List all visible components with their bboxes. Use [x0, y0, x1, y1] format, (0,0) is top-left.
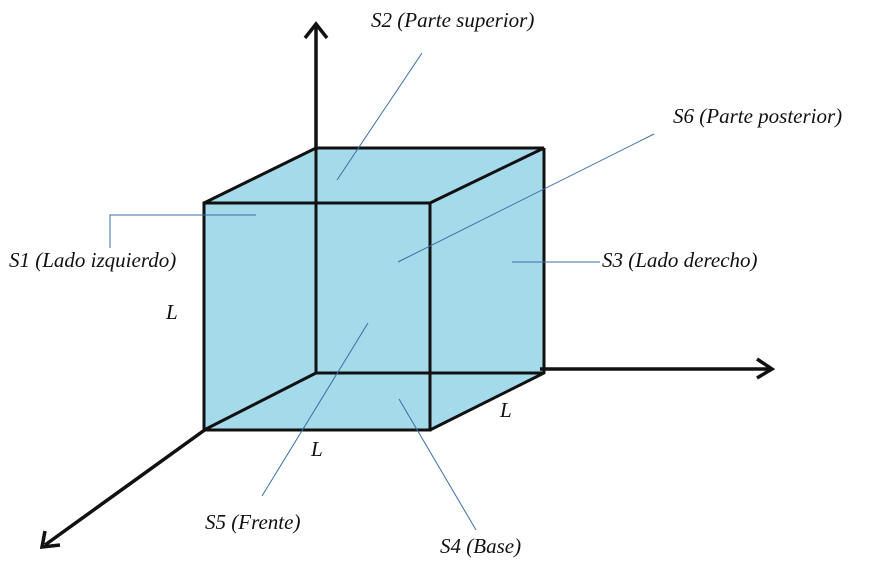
- right-back-edges: [429, 148, 546, 432]
- label-edge-width: L: [310, 437, 323, 461]
- leader-s6: [397, 133, 655, 263]
- label-s2-top: S2 (Parte superior): [371, 8, 534, 32]
- y-axis-arrowhead-icon: [756, 357, 776, 380]
- label-s3-right: S3 (Lado derecho): [602, 248, 758, 272]
- front-square-edges: [202, 201, 432, 432]
- label-s6-back: S6 (Parte posterior): [673, 104, 842, 128]
- leader-s2: [336, 52, 423, 181]
- edge-length-labels: L L L: [165, 300, 512, 461]
- leader-s5: [261, 322, 369, 497]
- label-edge-depth: L: [499, 398, 512, 422]
- face-labels: S2 (Parte superior) S6 (Parte posterior)…: [9, 8, 842, 558]
- label-s1-left: S1 (Lado izquierdo): [9, 248, 176, 272]
- x-axis-line: [43, 427, 208, 547]
- label-edge-height: L: [165, 300, 178, 324]
- axes: [39, 21, 776, 550]
- hidden-depth-edge: [203, 371, 317, 432]
- leader-s1: [109, 214, 256, 248]
- z-axis-arrowhead-icon: [303, 21, 329, 40]
- label-s4-base: S4 (Base): [440, 534, 521, 558]
- top-back-edges: [203, 146, 545, 205]
- face-right: [430, 148, 544, 430]
- leader-s4: [398, 398, 477, 531]
- label-s5-front: S5 (Frente): [205, 510, 300, 534]
- x-axis-arrowhead-icon: [39, 530, 61, 550]
- cube-edges: [202, 146, 546, 432]
- cube-faces: [204, 148, 544, 430]
- leader-lines: [109, 52, 655, 531]
